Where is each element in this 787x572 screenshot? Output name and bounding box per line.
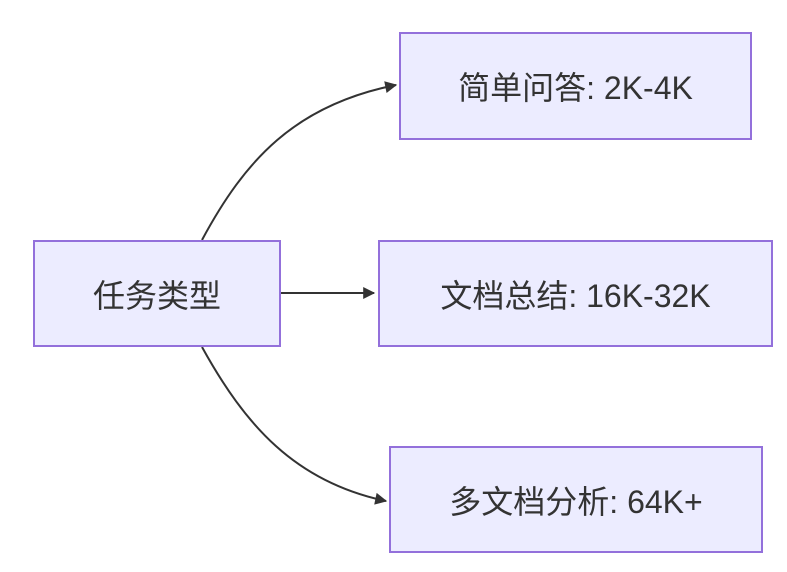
node-multidoc-analysis-label: 多文档分析: 64K+ (449, 483, 703, 520)
node-task-type: 任务类型 (33, 240, 281, 347)
node-simple-qa-label: 简单问答: 2K-4K (458, 70, 693, 106)
edge-root-to-multidoc (201, 346, 388, 505)
node-multidoc-analysis: 多文档分析: 64K+ (389, 446, 763, 553)
node-simple-qa: 简单问答: 2K-4K (399, 32, 752, 140)
node-doc-summary: 文档总结: 16K-32K (378, 240, 773, 347)
node-doc-summary-label: 文档总结: 16K-32K (440, 277, 711, 314)
edge-root-to-simple-qa (201, 81, 398, 241)
node-task-type-label: 任务类型 (92, 277, 221, 314)
